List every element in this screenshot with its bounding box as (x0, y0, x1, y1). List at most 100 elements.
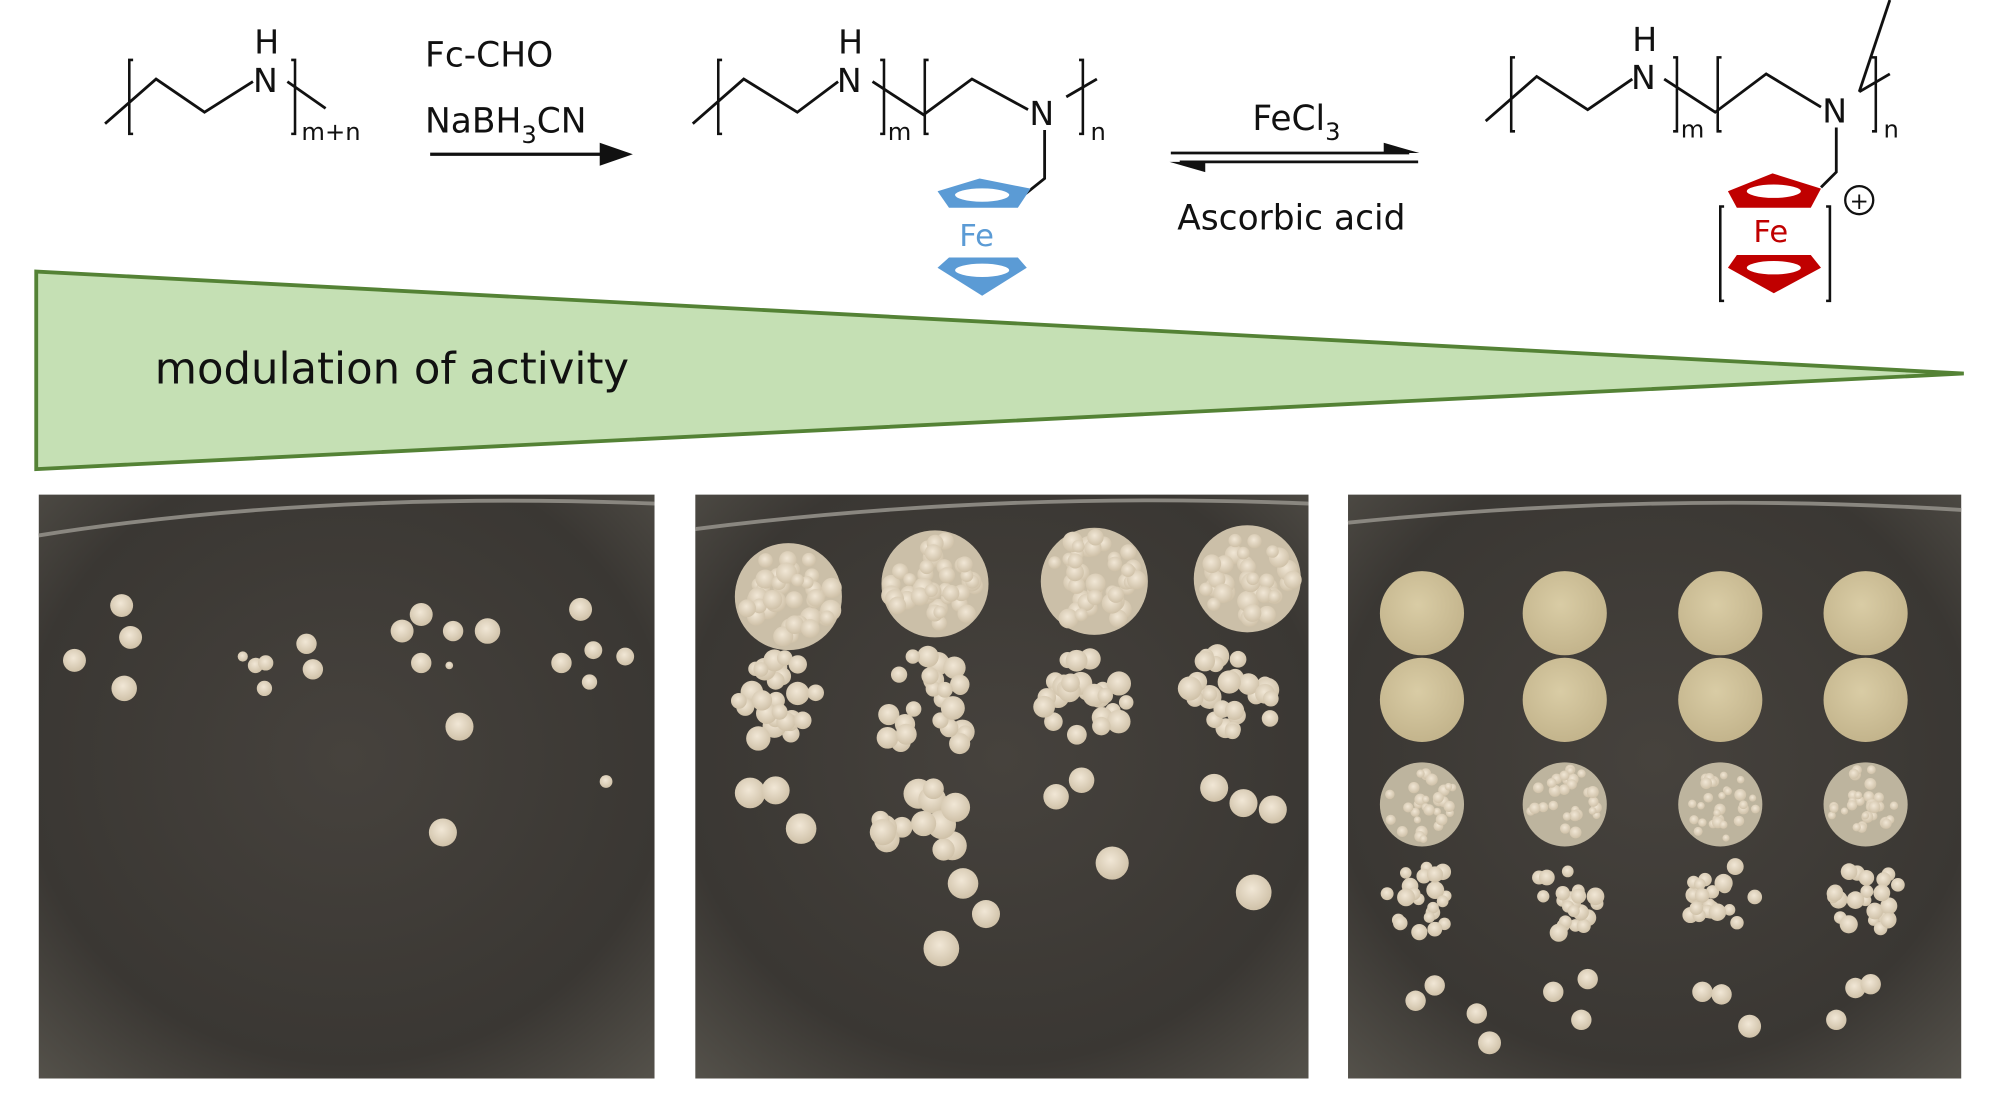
colony (800, 575, 814, 589)
colony (956, 556, 973, 573)
colony (785, 591, 803, 609)
colony (302, 659, 324, 680)
colony (1097, 687, 1114, 704)
colony (1283, 570, 1302, 589)
colony (801, 552, 816, 567)
colony (1558, 784, 1570, 795)
colony (933, 605, 947, 619)
colony (957, 604, 976, 623)
colony (919, 559, 934, 575)
colony (1423, 804, 1435, 816)
colony (1085, 573, 1106, 594)
colony (1860, 973, 1881, 995)
colony (1235, 874, 1272, 911)
colony (878, 703, 900, 726)
colony (949, 674, 970, 695)
subscript-n: n (1883, 116, 1898, 144)
colony (1678, 571, 1763, 656)
colony (1427, 921, 1443, 937)
colony (1106, 671, 1132, 696)
colony (1848, 768, 1859, 779)
colony (1693, 826, 1703, 836)
colony (1478, 1031, 1502, 1055)
nitrogen-atom: N (253, 61, 278, 100)
colony (1229, 789, 1258, 818)
colony (1700, 777, 1712, 790)
colony (1426, 881, 1445, 899)
colony (1881, 818, 1892, 829)
colony (1243, 603, 1262, 622)
colony (1571, 1009, 1592, 1031)
colony (1202, 686, 1218, 702)
colony (1569, 810, 1581, 822)
reaction-step-2: FeCl3 Ascorbic acid (1169, 99, 1420, 238)
colony (917, 645, 939, 668)
colony (1566, 766, 1575, 775)
colony (1066, 724, 1087, 745)
colony (1068, 767, 1095, 793)
colony (1228, 533, 1242, 548)
colony (1880, 897, 1898, 915)
colony (1267, 590, 1281, 603)
colony (1577, 769, 1586, 778)
colony (776, 650, 793, 666)
colony (1043, 784, 1069, 810)
colony (584, 641, 603, 660)
colony (786, 681, 810, 706)
subscript-m: m (888, 118, 912, 146)
colony (1261, 710, 1279, 727)
colony (785, 813, 817, 844)
colony (1555, 886, 1570, 901)
colony (1432, 792, 1444, 804)
colony (1208, 570, 1226, 589)
colony (1044, 712, 1063, 731)
colony (947, 868, 979, 899)
colony (1586, 785, 1599, 799)
reagent-ascorbic-acid: Ascorbic acid (1177, 198, 1405, 238)
colony (1866, 765, 1876, 775)
colony (1422, 795, 1430, 803)
colony (1548, 800, 1559, 811)
colony (758, 553, 773, 568)
colony (1236, 546, 1250, 560)
colony (932, 838, 955, 861)
colony (1224, 723, 1241, 740)
colony (925, 681, 942, 697)
colony (1067, 553, 1083, 569)
colony (1061, 673, 1080, 693)
nitrogen-atom: N (837, 61, 862, 100)
colony (1200, 773, 1229, 802)
reaction-step-1: Fc-CHO NaBH3CN (425, 35, 633, 166)
colony (1194, 650, 1216, 672)
colony (1826, 885, 1843, 902)
colony (1109, 609, 1128, 628)
colony (551, 652, 572, 674)
colony (1423, 911, 1435, 923)
colony (1586, 887, 1605, 906)
arrow-right-icon (599, 142, 633, 166)
subscript-m-plus-n: m+n (301, 118, 360, 146)
colony (1435, 813, 1448, 826)
colony (1854, 791, 1863, 800)
pei-structure: N H m+n (104, 23, 361, 146)
colony (876, 726, 899, 749)
reagent-fecl3: FeCl3 (1252, 99, 1340, 146)
colony (1522, 657, 1607, 742)
reagent-fc-cho: Fc-CHO (425, 35, 553, 75)
colony (1689, 901, 1704, 915)
colony (910, 810, 937, 837)
colony (63, 648, 86, 672)
colony (1427, 901, 1439, 914)
colony (1845, 977, 1866, 999)
colony (1410, 807, 1420, 817)
colony (1522, 762, 1607, 847)
colony (1392, 915, 1408, 931)
colony (1199, 582, 1213, 597)
colony (738, 599, 756, 618)
colony (1739, 800, 1748, 810)
colony (1048, 556, 1061, 569)
colony (1692, 981, 1713, 1003)
colony (1703, 792, 1714, 803)
colony (1868, 800, 1881, 814)
colony (1379, 657, 1465, 742)
